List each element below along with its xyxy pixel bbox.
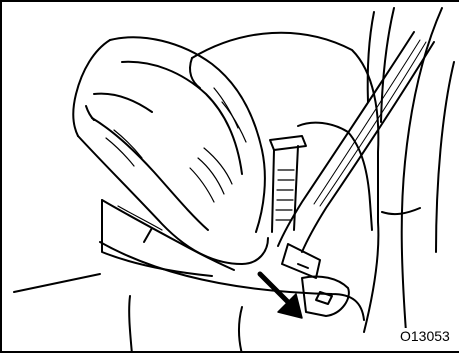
figure-code: O13053 xyxy=(398,328,450,344)
arrow-down-right-icon xyxy=(260,274,302,318)
vehicle-interior-lines xyxy=(368,8,454,332)
infant-carrier xyxy=(73,37,268,276)
carrier-strap xyxy=(270,136,306,232)
vehicle-seat-cushion xyxy=(14,242,364,353)
